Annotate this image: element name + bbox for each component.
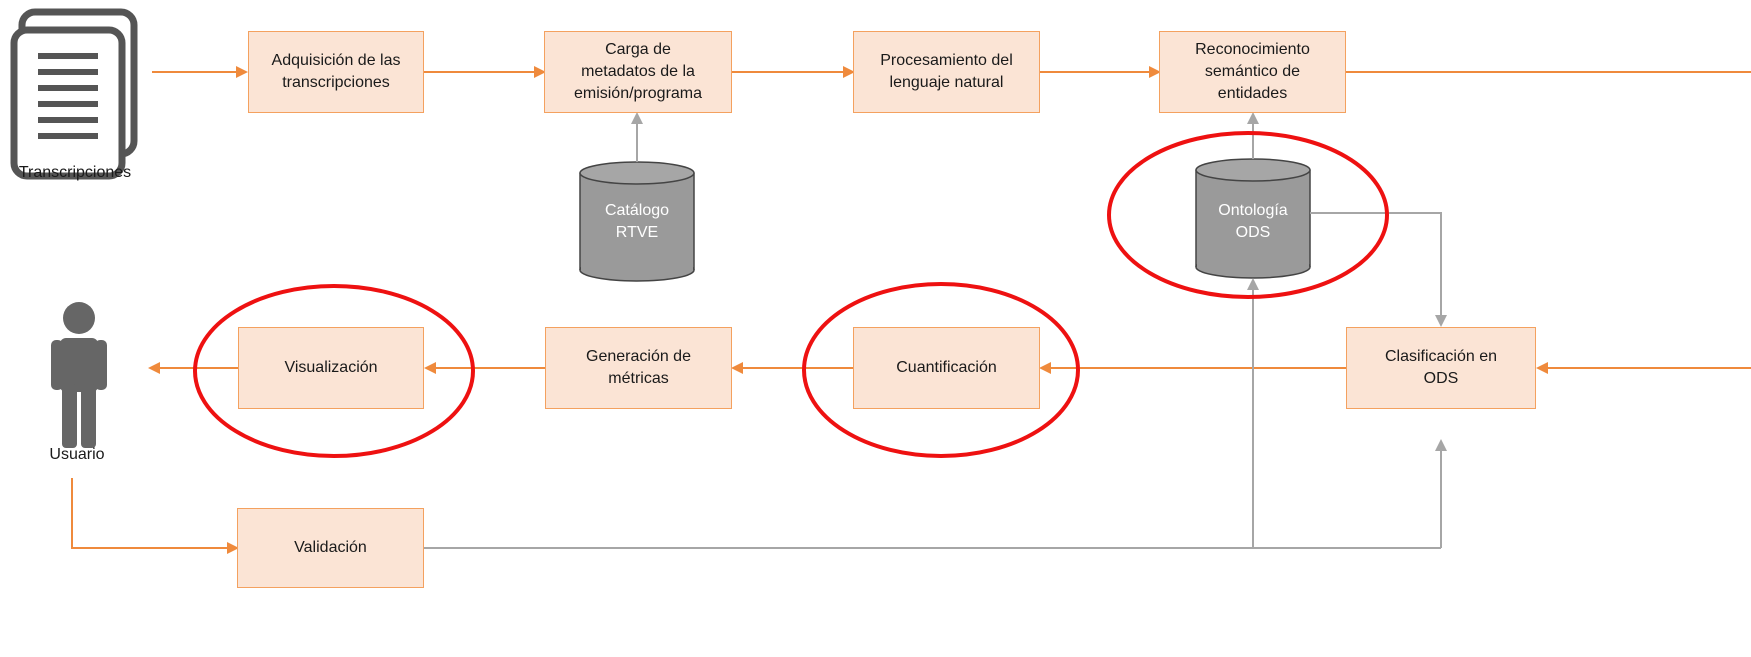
step-validacion: Validación xyxy=(237,508,424,588)
arrow-ontologia-clasificacion xyxy=(1310,212,1447,327)
documents-icon xyxy=(10,8,138,180)
step-adquisicion: Adquisición de las transcripciones xyxy=(248,31,424,113)
transcripciones-caption: Transcripciones xyxy=(18,164,132,181)
step-carga: Carga de metadatos de la emisión/program… xyxy=(544,31,732,113)
step-visualizacion: Visualización xyxy=(238,327,424,409)
database-catalogo-icon xyxy=(579,161,695,282)
database-catalogo-label: Catálogo RTVE xyxy=(604,202,670,241)
highlight-visualizacion xyxy=(193,284,475,458)
highlight-cuantificacion xyxy=(802,282,1080,458)
step-reconocimiento: Reconocimiento semántico de entidades xyxy=(1159,31,1346,113)
database-ontologia-label: Ontología ODS xyxy=(1218,202,1288,241)
step-cuantificacion: Cuantificación xyxy=(853,327,1040,409)
usuario-caption: Usuario xyxy=(49,446,105,463)
step-clasificacion: Clasificación en ODS xyxy=(1346,327,1536,409)
arrow-usuario-validacion xyxy=(71,478,239,554)
highlight-ontologia xyxy=(1107,131,1389,299)
step-generacion: Generación de métricas xyxy=(545,327,732,409)
database-ontologia-icon xyxy=(1195,158,1311,279)
person-icon xyxy=(51,302,107,448)
step-procesamiento: Procesamiento del lenguaje natural xyxy=(853,31,1040,113)
